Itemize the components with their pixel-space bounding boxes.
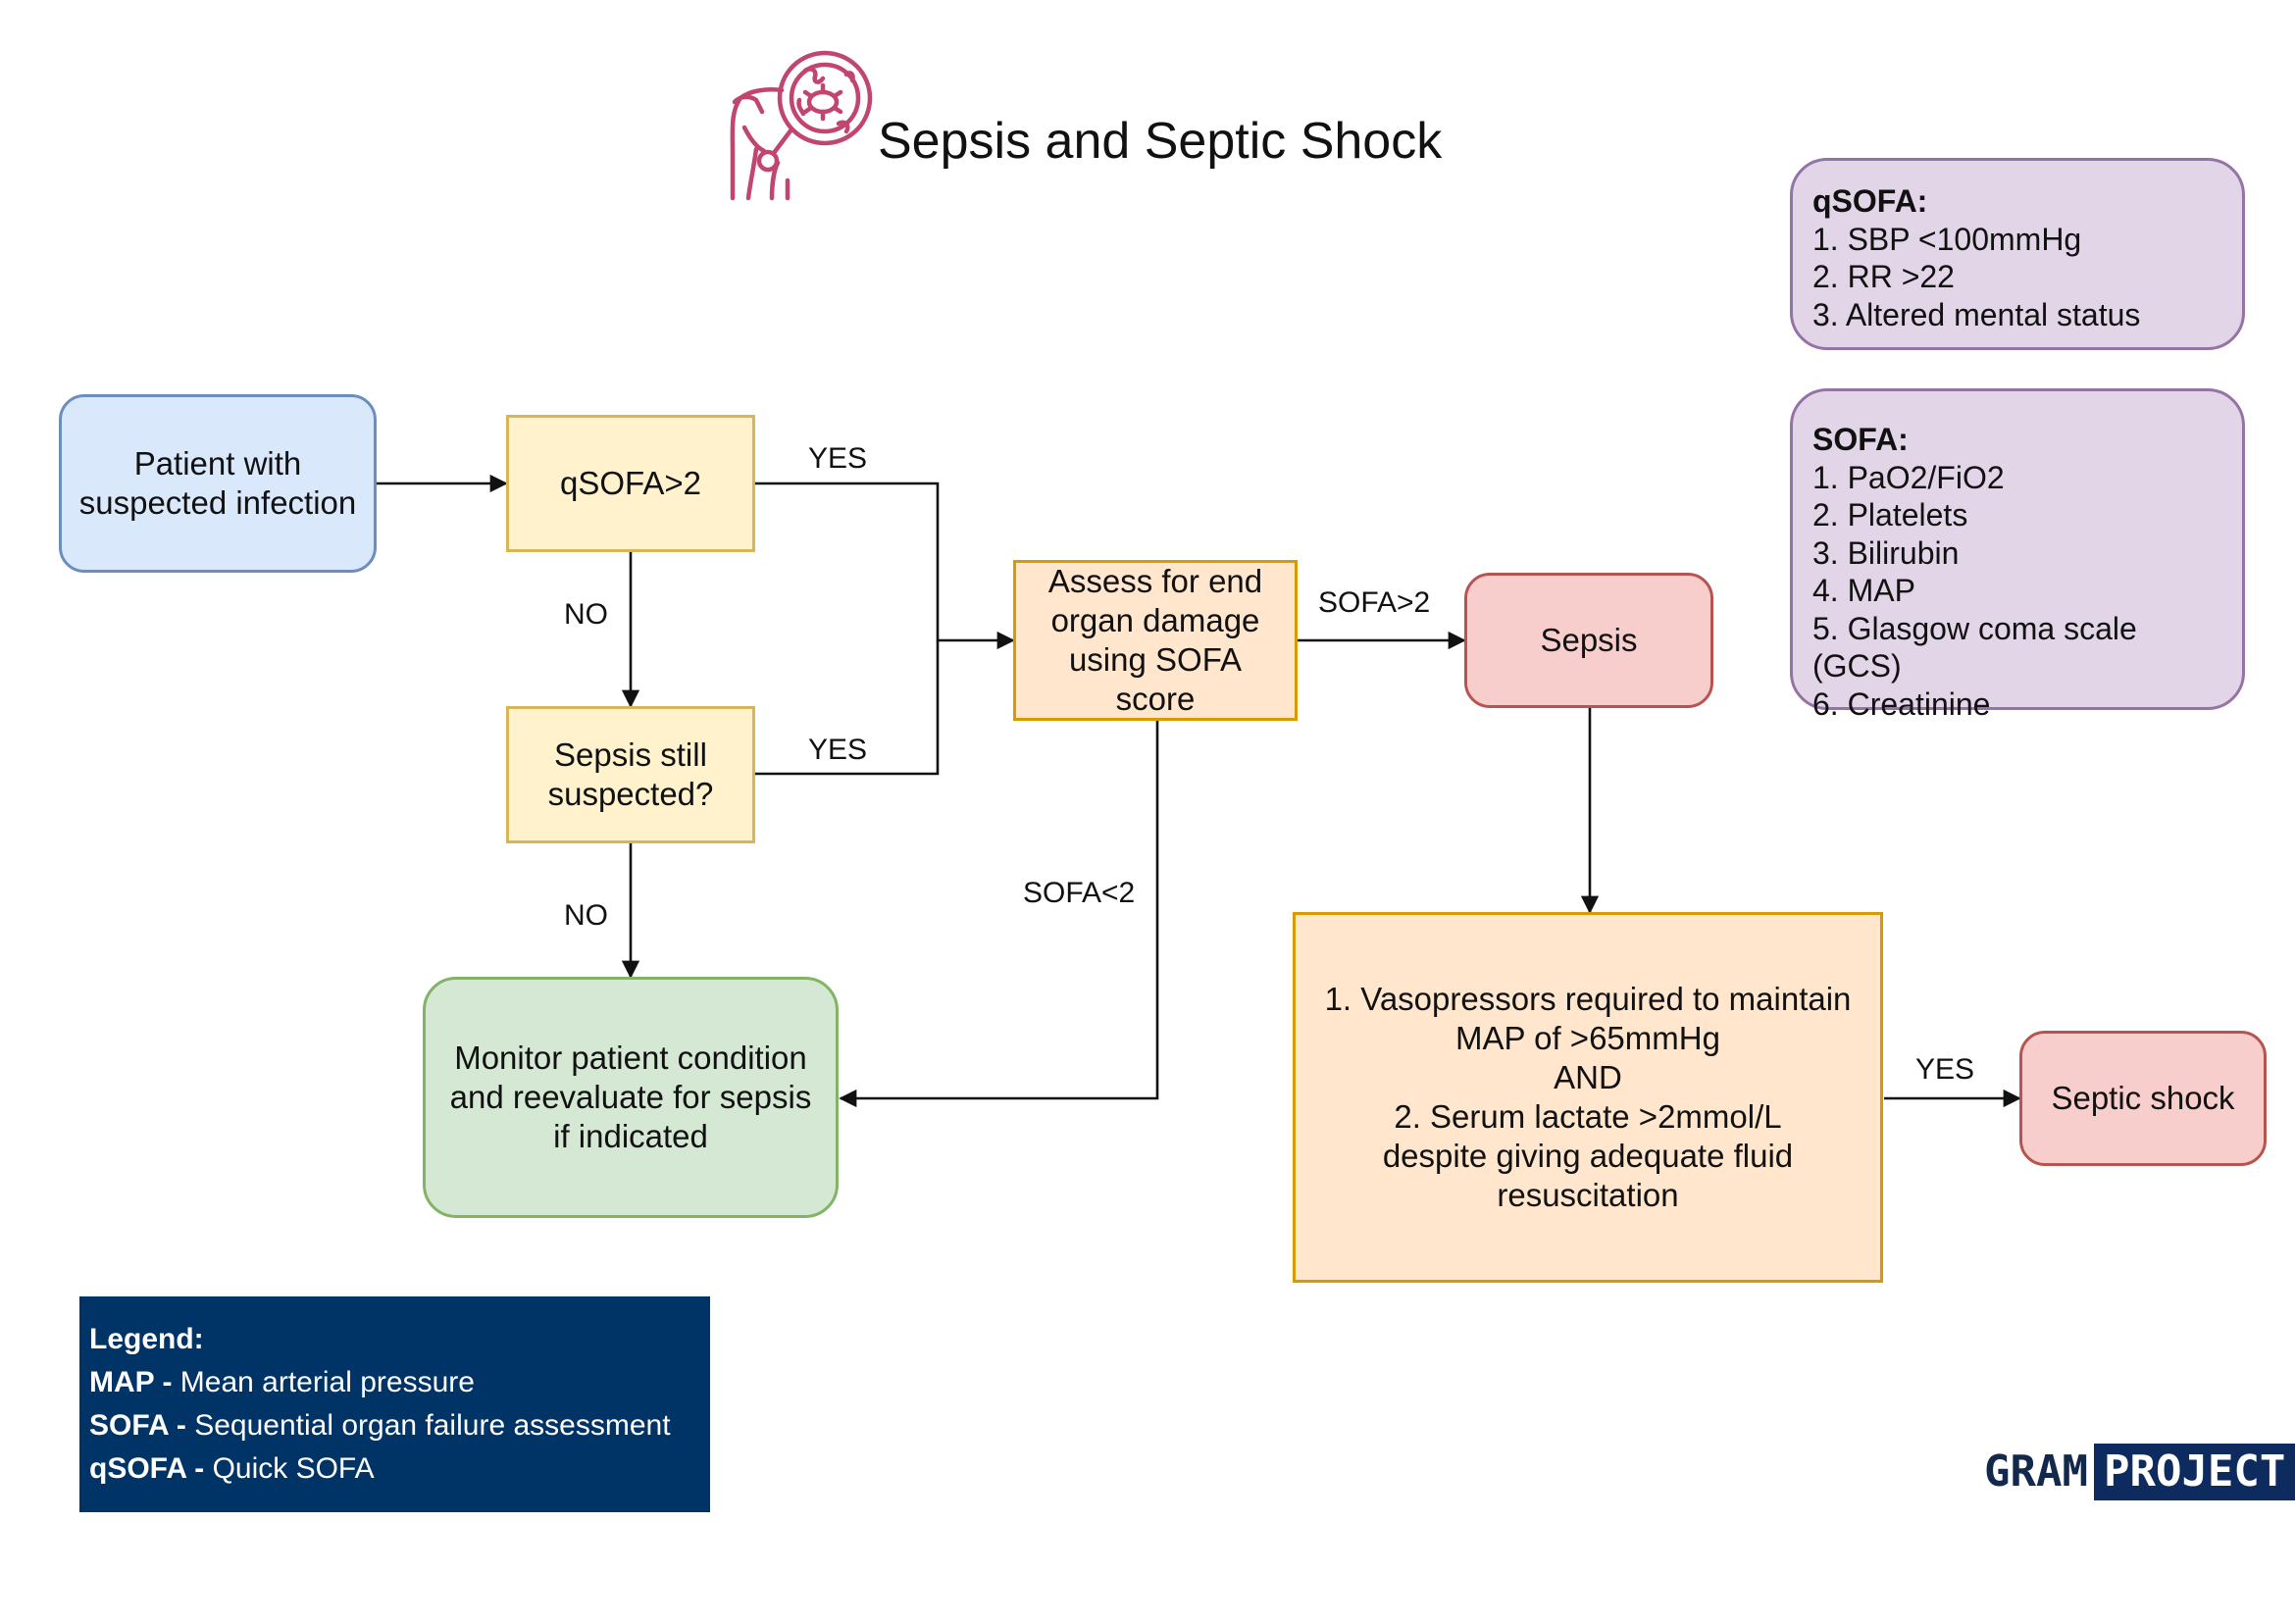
qsofa-criteria-item: 3. Altered mental status [1812, 296, 2141, 332]
edge-label-qsofa-yes: YES [808, 442, 868, 475]
edge-label-still-yes: YES [808, 734, 868, 766]
legend-term: SOFA - [89, 1409, 195, 1442]
edge-label-sofa-lt: SOFA<2 [1023, 877, 1136, 909]
legend-entry: SOFA - Sequential organ failure assessme… [89, 1404, 700, 1447]
legend-term: qSOFA - [89, 1452, 213, 1485]
sofa-criteria-item: 4. MAP [1812, 573, 1915, 608]
gram-project-logo: GRAM PROJECT [1984, 1444, 2295, 1500]
node-sepsis-still-label: Sepsis still suspected? [547, 736, 714, 812]
node-sepsis-still-suspected[interactable]: Sepsis still suspected? [506, 706, 755, 843]
node-qsofa-decision[interactable]: qSOFA>2 [506, 415, 755, 552]
sofa-criteria-item: 5. Glasgow coma scale (GCS) [1812, 610, 2137, 685]
node-assess-label: Assess for end organ damage using SOFA s… [1047, 563, 1263, 717]
node-sepsis[interactable]: Sepsis [1464, 573, 1713, 708]
legend-heading: Legend: [89, 1323, 204, 1355]
brand-part-gram: GRAM [1984, 1446, 2088, 1497]
qsofa-criteria-box: qSOFA: 1. SBP <100mmHg 2. RR >22 3. Alte… [1790, 158, 2245, 350]
sepsis-body-magnifier-icon [730, 50, 873, 201]
sofa-criteria-item: 3. Bilirubin [1812, 534, 1960, 571]
qsofa-criteria-item: 2. RR >22 [1812, 259, 1955, 294]
sofa-criteria-list: 1. PaO2/FiO2 2. Platelets 3. Bilirubin 4… [1812, 459, 2222, 724]
edge-assess-to-monitor [839, 720, 1159, 1108]
node-monitor-patient[interactable]: Monitor patient condition and reevaluate… [423, 977, 839, 1218]
sofa-criteria-box: SOFA: 1. PaO2/FiO2 2. Platelets 3. Bilir… [1790, 388, 2245, 722]
edge-label-qsofa-no: NO [564, 598, 608, 631]
edge-label-shock-yes: YES [1915, 1053, 1975, 1086]
legend-definition: Quick SOFA [212, 1452, 375, 1485]
legend-box: Legend: MAP - Mean arterial pressure SOF… [79, 1296, 710, 1512]
node-qsofa-label: qSOFA>2 [559, 465, 701, 501]
node-patient-label: Patient with suspected infection [78, 445, 357, 521]
node-sepsis-label: Sepsis [1540, 622, 1638, 658]
sofa-criteria-item: 2. Platelets [1812, 497, 1968, 533]
edge-label-sofa-gt: SOFA>2 [1318, 586, 1431, 619]
node-patient-suspected-infection[interactable]: Patient with suspected infection [59, 394, 377, 573]
node-assess-organ-damage[interactable]: Assess for end organ damage using SOFA s… [1013, 560, 1298, 721]
sofa-criteria-heading: SOFA: [1812, 422, 1909, 457]
node-vasopressors-label: 1. Vasopressors required to maintain MAP… [1324, 981, 1852, 1213]
edge-still-to-assess [755, 640, 940, 776]
edge-label-still-no: NO [564, 899, 608, 932]
node-septic-shock[interactable]: Septic shock [2019, 1031, 2267, 1166]
node-septic-shock-label: Septic shock [2051, 1080, 2235, 1116]
qsofa-criteria-heading: qSOFA: [1812, 183, 1928, 219]
edge-qsofa-to-assess [755, 482, 1015, 650]
node-vasopressors-criteria[interactable]: 1. Vasopressors required to maintain MAP… [1293, 912, 1883, 1283]
qsofa-criteria-list: 1. SBP <100mmHg 2. RR >22 3. Altered men… [1812, 221, 2222, 334]
sofa-criteria-item: 1. PaO2/FiO2 [1812, 459, 2005, 495]
brand-part-project: PROJECT [2093, 1444, 2295, 1500]
qsofa-criteria-item: 1. SBP <100mmHg [1812, 221, 2082, 257]
legend-entry: MAP - Mean arterial pressure [89, 1361, 700, 1404]
legend-term: MAP - [89, 1366, 180, 1398]
legend-entry: qSOFA - Quick SOFA [89, 1447, 700, 1491]
page-title: Sepsis and Septic Shock [878, 113, 1443, 170]
node-monitor-label: Monitor patient condition and reevaluate… [449, 1040, 812, 1154]
sofa-criteria-item: 6. Creatinine [1812, 685, 1991, 722]
legend-definition: Mean arterial pressure [179, 1366, 475, 1398]
legend-definition: Sequential organ failure assessment [194, 1409, 671, 1442]
